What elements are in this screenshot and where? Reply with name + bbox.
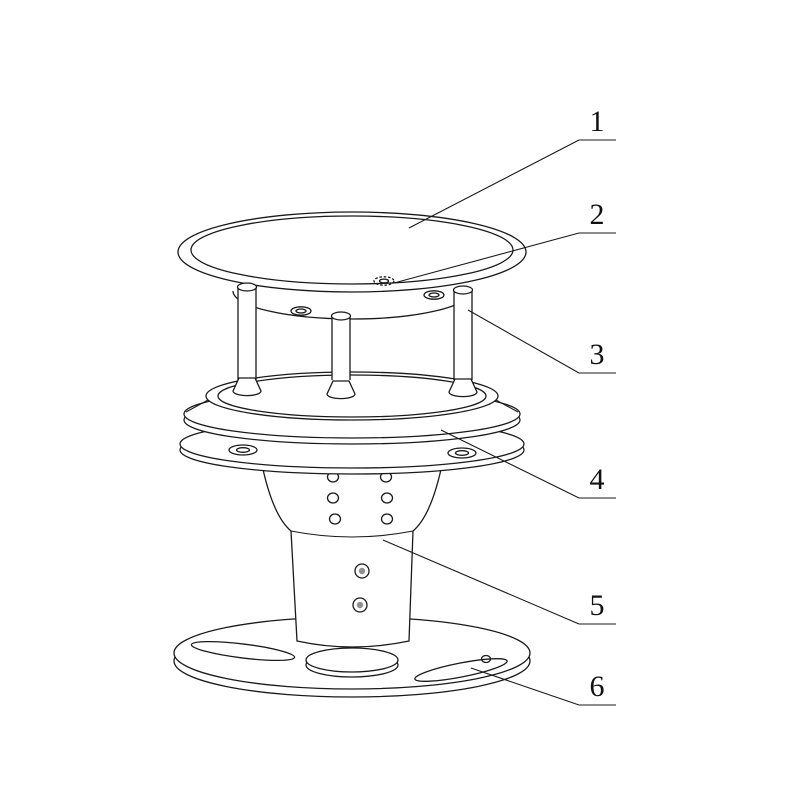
disc-pad-left-hole [235,447,251,453]
cone-lower-hole-bore [356,601,364,609]
flange-small-hole [480,654,492,664]
flange-slot-left [190,640,296,662]
leader-line-1 [408,139,580,229]
leader-line-3 [467,309,580,374]
cone-lower-hole-bore [358,567,366,575]
leader-line-2 [393,232,580,284]
cone-seam-line [290,530,414,538]
post-right [448,285,478,398]
post-right-foot [448,378,478,398]
cap-hole-right-bore [428,292,440,298]
reflector-top-plate-rim [217,374,487,418]
callouts: 1 2 3 4 5 6 [382,105,616,706]
flange-slot-right [414,658,508,682]
cone-hole [380,513,394,525]
cap-outer-edge [177,211,527,293]
post-left [232,282,262,397]
post-left-top [236,282,258,292]
cone-hole [380,492,394,504]
leader-line-4 [440,429,580,499]
leader-line-6 [470,667,580,706]
cap-inner-edge [190,215,514,285]
cap-hole-left [290,306,312,316]
post-right-shaft-fill [454,290,472,380]
disc-pad-right [447,447,477,459]
callout-label-6: 6 [590,670,605,703]
post-left-foot [232,377,262,397]
post-middle-top [330,311,352,321]
flange-center-hole [305,647,399,673]
post-left-shaft-fill [238,287,256,380]
leader-line-5 [382,539,580,625]
cap-skirt-edge [232,290,472,320]
cap-screw-hole [373,276,395,286]
cap-hole-left-bore [295,308,307,314]
callout-label-1: 1 [590,105,605,138]
cone-lower-hole [352,597,368,613]
callout-label-4: 4 [590,463,605,496]
flange-details [190,640,508,682]
plate-flare-left [185,399,209,413]
post-middle-shaft-fill [332,316,350,380]
sensor-body-cone [260,459,444,648]
post-middle-foot [326,380,356,400]
disc-pad-right-hole [454,450,470,456]
cone-lower-hole [354,563,370,579]
disc-pad-left [228,444,258,456]
cone-hole [326,492,340,504]
cone-hole [328,513,342,525]
callout-label-3: 3 [590,338,605,371]
plate-flare-right [495,399,519,413]
callout-label-5: 5 [590,589,605,622]
support-posts [232,282,478,400]
post-right-top [452,285,474,295]
post-middle [326,311,356,400]
cap-hole-right [423,290,445,300]
cone-outline [260,459,444,648]
callout-label-2: 2 [590,198,605,231]
cap-screw-hole-bore [378,278,390,284]
top-cap [177,211,527,320]
